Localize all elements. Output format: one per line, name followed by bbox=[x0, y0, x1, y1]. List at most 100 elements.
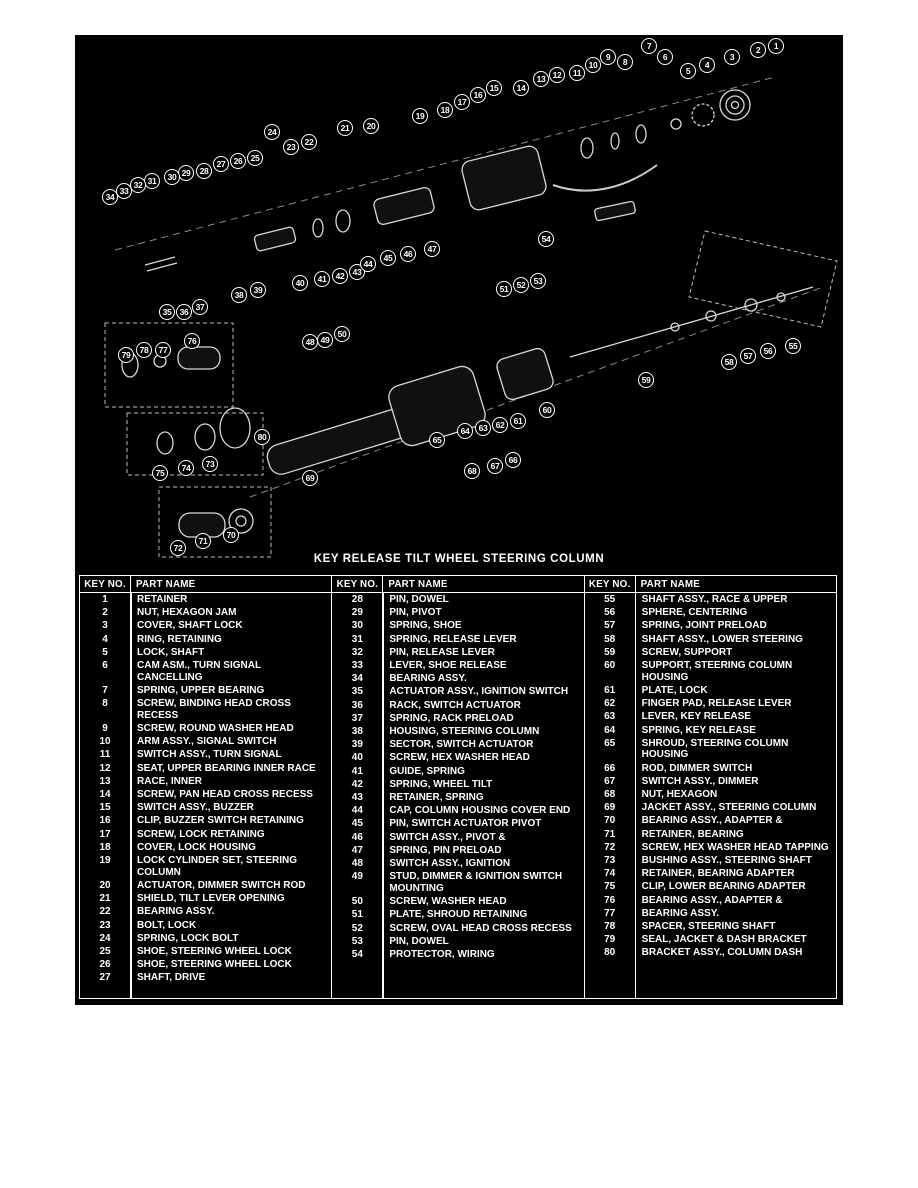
part-name: SPACER, STEERING SHAFT bbox=[641, 921, 776, 933]
table-row: 62 FINGER PAD, RELEASE LEVER bbox=[585, 697, 836, 710]
part-name: BEARING ASSY., ADAPTER & bbox=[641, 894, 783, 906]
part-name: GUIDE, SPRING bbox=[389, 765, 465, 777]
callout-balloon: 46 bbox=[400, 246, 416, 262]
part-key-number: 25 bbox=[99, 945, 111, 957]
callout-balloon: 64 bbox=[457, 423, 473, 439]
part-name: JACKET ASSY., STEERING COLUMN bbox=[641, 802, 817, 814]
part-name: SPRING, SHOE bbox=[389, 620, 462, 632]
table-row: 66 ROD, DIMMER SWITCH bbox=[585, 762, 836, 775]
part-key-number: 79 bbox=[604, 934, 616, 946]
callout-balloon: 71 bbox=[195, 533, 211, 549]
part-name: SCREW, SUPPORT bbox=[641, 646, 733, 658]
part-name: RING, RETAINING bbox=[137, 633, 222, 645]
part-key-number: 12 bbox=[99, 762, 111, 774]
callout-balloon: 73 bbox=[202, 456, 218, 472]
figure-caption: KEY RELEASE TILT WHEEL STEERING COLUMN bbox=[313, 553, 605, 565]
part-key-number: 11 bbox=[99, 749, 111, 761]
callout-balloon: 65 bbox=[429, 432, 445, 448]
callout-balloon: 38 bbox=[231, 287, 247, 303]
table-row: 78 SPACER, STEERING SHAFT bbox=[585, 920, 836, 933]
callout-balloon: 36 bbox=[176, 304, 192, 320]
part-name: SWITCH ASSY., IGNITION bbox=[389, 858, 511, 870]
part-key-number: 55 bbox=[604, 594, 616, 605]
part-key-number: 19 bbox=[99, 855, 111, 867]
part-name: PLATE, LOCK bbox=[641, 684, 708, 696]
table-row: 47 SPRING, PIN PRELOAD bbox=[332, 844, 583, 857]
table-row: 51 PLATE, SHROUD RETAINING bbox=[332, 908, 583, 921]
part-key-number: 64 bbox=[604, 724, 616, 736]
part-name: SCREW, ROUND WASHER HEAD bbox=[137, 723, 294, 735]
part-name: NUT, HEXAGON JAM bbox=[137, 607, 237, 619]
callout-balloon: 68 bbox=[464, 463, 480, 479]
table-row: 60 SUPPORT, STEERING COLUMN HOUSING bbox=[585, 659, 836, 684]
table-row: 44 CAP, COLUMN HOUSING COVER END bbox=[332, 804, 583, 817]
table-row: 17 SCREW, LOCK RETAINING bbox=[80, 828, 331, 841]
part-key-number: 3 bbox=[102, 620, 108, 632]
table-row: 13 RACE, INNER bbox=[80, 775, 331, 788]
part-key-number: 49 bbox=[351, 871, 363, 883]
table-row: 2 NUT, HEXAGON JAM bbox=[80, 606, 331, 619]
table-row: 38 HOUSING, STEERING COLUMN bbox=[332, 725, 583, 738]
table-row: 35 ACTUATOR ASSY., IGNITION SWITCH bbox=[332, 685, 583, 698]
part-name: PLATE, SHROUD RETAINING bbox=[389, 909, 528, 921]
part-name: SWITCH ASSY., BUZZER bbox=[137, 802, 254, 814]
part-name: SPRING, RELEASE LEVER bbox=[389, 633, 517, 645]
part-key-number: 21 bbox=[99, 893, 111, 905]
part-key-number: 28 bbox=[351, 594, 363, 605]
part-key-number: 45 bbox=[351, 818, 363, 830]
part-key-number: 58 bbox=[604, 633, 616, 645]
part-key-number: 2 bbox=[102, 607, 108, 619]
table-row: 49 STUD, DIMMER & IGNITION SWITCH MOUNTI… bbox=[332, 870, 583, 895]
table-row: 33 LEVER, SHOE RELEASE bbox=[332, 659, 583, 672]
callout-balloon: 37 bbox=[192, 299, 208, 315]
part-name: SWITCH ASSY., DIMMER bbox=[641, 775, 759, 787]
callout-balloon: 20 bbox=[363, 118, 379, 134]
callout-balloon: 63 bbox=[475, 420, 491, 436]
table-body: 28 PIN, DOWEL 29 PIN, PIVOT 30 SPRING, S… bbox=[332, 593, 583, 998]
table-row: 26 SHOE, STEERING WHEEL LOCK bbox=[80, 958, 331, 971]
callout-balloon: 5 bbox=[680, 63, 696, 79]
part-key-number: 70 bbox=[604, 815, 616, 827]
table-row: 77 BEARING ASSY. bbox=[585, 907, 836, 920]
callout-balloon: 60 bbox=[539, 402, 555, 418]
part-name: CLIP, LOWER BEARING ADAPTER bbox=[641, 881, 806, 893]
part-name: SCREW, HEX WASHER HEAD bbox=[389, 752, 530, 764]
table-row: 54 PROTECTOR, WIRING bbox=[332, 948, 583, 961]
table-row: 23 BOLT, LOCK bbox=[80, 919, 331, 932]
callout-balloon: 23 bbox=[283, 139, 299, 155]
part-name: BEARING ASSY. bbox=[389, 673, 467, 685]
part-name: SECTOR, SWITCH ACTUATOR bbox=[389, 739, 534, 751]
part-key-number: 74 bbox=[604, 868, 616, 880]
detail-boxes bbox=[104, 322, 272, 558]
part-key-number: 40 bbox=[351, 752, 363, 764]
callout-balloon: 53 bbox=[530, 273, 546, 289]
part-name: ACTUATOR, DIMMER SWITCH ROD bbox=[137, 879, 306, 891]
part-key-number: 75 bbox=[604, 881, 616, 893]
part-key-number: 51 bbox=[351, 909, 363, 921]
table-row: 63 LEVER, KEY RELEASE bbox=[585, 710, 836, 723]
parts-table-group-2: KEY NO. PART NAME 28 PIN, DOWEL 29 PIN, … bbox=[332, 576, 585, 998]
callout-balloon: 55 bbox=[785, 338, 801, 354]
figure-plate: 1 2 3 4 5 6 7 8 9 10 bbox=[75, 35, 843, 1005]
part-name: SHIELD, TILT LEVER OPENING bbox=[137, 893, 285, 905]
table-row: 39 SECTOR, SWITCH ACTUATOR bbox=[332, 738, 583, 751]
upper-assembly-shapes bbox=[144, 89, 751, 272]
table-row: 61 PLATE, LOCK bbox=[585, 684, 836, 697]
part-key-number: 22 bbox=[99, 906, 111, 918]
part-name: PROTECTOR, WIRING bbox=[389, 948, 495, 960]
callout-balloon: 66 bbox=[505, 452, 521, 468]
part-key-number: 39 bbox=[351, 739, 363, 751]
part-key-number: 14 bbox=[99, 789, 111, 801]
callout-balloon: 32 bbox=[130, 177, 146, 193]
part-key-number: 57 bbox=[604, 620, 616, 632]
table-header-row: KEY NO. PART NAME bbox=[584, 576, 836, 593]
callout-balloon: 67 bbox=[487, 458, 503, 474]
table-row: 30 SPRING, SHOE bbox=[332, 619, 583, 632]
part-name: SPRING, KEY RELEASE bbox=[641, 724, 756, 736]
part-name: RACK, SWITCH ACTUATOR bbox=[389, 699, 521, 711]
part-key-number: 50 bbox=[351, 896, 363, 908]
table-row: 53 PIN, DOWEL bbox=[332, 935, 583, 948]
part-key-number: 7 bbox=[102, 684, 108, 696]
part-key-number: 17 bbox=[99, 828, 111, 840]
